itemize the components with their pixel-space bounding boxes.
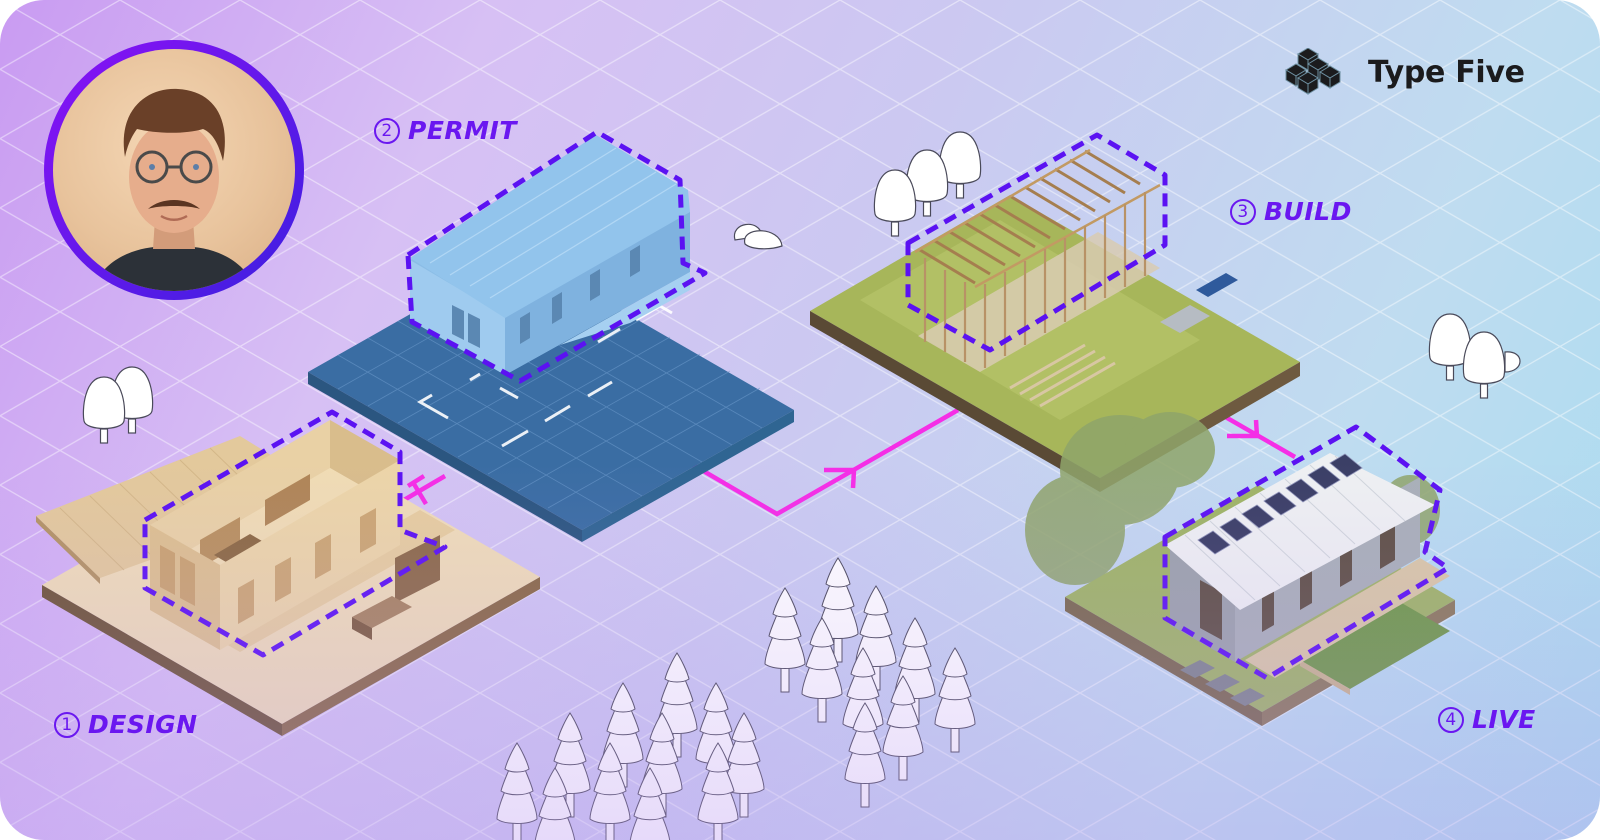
step-number-badge: 4 [1438, 706, 1464, 733]
avatar-photo [53, 49, 295, 291]
trees-build-top [873, 131, 982, 237]
permit-scene-blueprint-model [308, 129, 794, 542]
pine-forest [496, 557, 976, 840]
step-label-design: 1 DESIGN [54, 710, 198, 739]
avatar [44, 40, 304, 300]
flow-arrow-permit-to-build [686, 408, 960, 517]
design-scene-plywood-model [36, 409, 540, 736]
flow-arrow-design-to-permit [402, 474, 447, 506]
bushes-permit [733, 223, 783, 250]
brand-name: Type Five [1368, 54, 1525, 90]
step-label-build: 3 BUILD [1230, 197, 1352, 226]
stacked-cubes-logo-icon [1285, 48, 1341, 95]
step-label-permit: 2 PERMIT [374, 116, 517, 145]
portrait-illustration [91, 88, 257, 291]
trees-left [82, 366, 154, 444]
live-scene-finished-home [1025, 412, 1455, 726]
step-title: BUILD [1264, 197, 1352, 226]
step-title: PERMIT [408, 116, 517, 145]
step-number-badge: 2 [374, 117, 400, 144]
step-number-badge: 1 [54, 711, 80, 738]
step-title: DESIGN [88, 710, 198, 739]
step-title: LIVE [1472, 705, 1536, 734]
step-label-live: 4 LIVE [1438, 705, 1536, 734]
trees-live-right [1428, 313, 1521, 399]
step-number-badge: 3 [1230, 198, 1256, 225]
brand-header[interactable]: Type Five [1284, 48, 1525, 96]
